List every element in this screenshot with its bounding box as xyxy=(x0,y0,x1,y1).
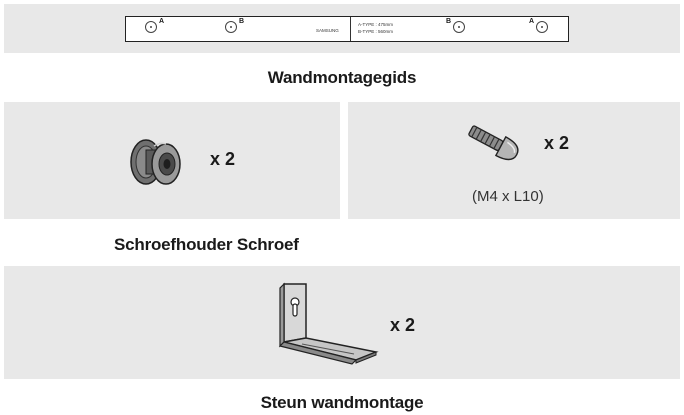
guide-label-a-left: A xyxy=(159,18,165,25)
screw-spec: (M4 x L10) xyxy=(472,188,544,205)
screw-holder-caption: Schroefhouder Schroef xyxy=(114,235,299,254)
guide-label-b-right: B xyxy=(446,18,452,25)
screw-holder-icon xyxy=(130,139,181,185)
wall-mount-bracket-icon xyxy=(278,282,379,365)
screw-icon xyxy=(468,125,519,161)
wall-mount-guide-caption: Wandmontagegids xyxy=(267,68,417,87)
guide-label-a-right: A xyxy=(529,18,535,25)
wall-mount-bracket-quantity: x 2 xyxy=(390,315,416,335)
guide-divider xyxy=(350,17,351,41)
guide-mark-b-left xyxy=(225,21,237,33)
guide-type-b: B-TYPE : 560mm xyxy=(358,29,394,34)
guide-mark-a-left xyxy=(145,21,157,33)
guide-type-a: A-TYPE : 475mm xyxy=(358,22,394,27)
screw-holder-panel: x 2 xyxy=(4,102,340,219)
wall-mount-guide-panel: A B SAMSUNG A-TYPE : 475mm B-TYPE : 560m… xyxy=(4,4,680,53)
guide-brand-text: SAMSUNG xyxy=(316,28,339,33)
wall-mount-bracket-caption: Steun wandmontage xyxy=(260,393,424,412)
wall-mount-guide-strip: A B SAMSUNG A-TYPE : 475mm B-TYPE : 560m… xyxy=(125,16,569,42)
wall-mount-bracket-panel: x 2 xyxy=(4,266,680,379)
guide-label-b-left: B xyxy=(239,18,245,25)
guide-mark-b-right xyxy=(453,21,465,33)
guide-mark-a-right xyxy=(536,21,548,33)
screw-quantity: x 2 xyxy=(544,133,570,153)
screw-panel: x 2 (M4 x L10) xyxy=(348,102,680,219)
screw-holder-quantity: x 2 xyxy=(210,149,236,169)
